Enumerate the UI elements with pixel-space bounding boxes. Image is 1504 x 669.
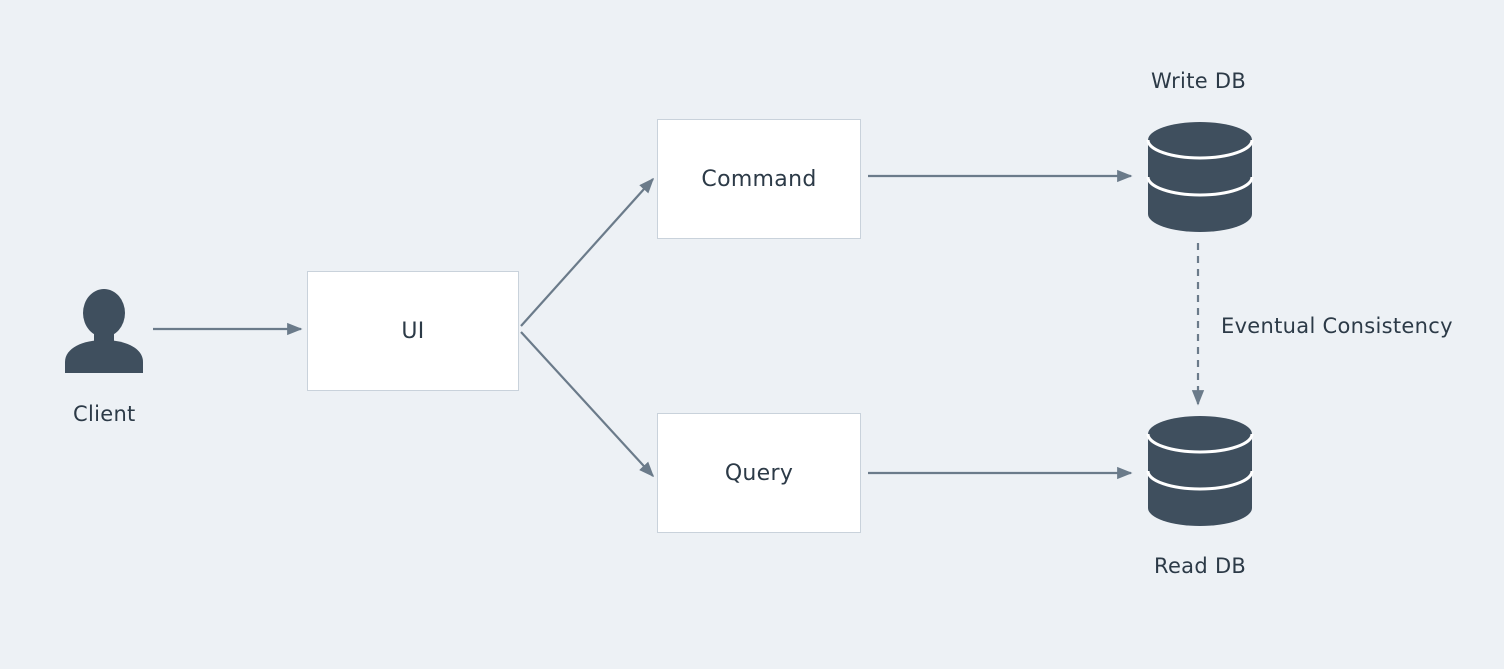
database-icon — [1146, 416, 1254, 526]
command-box: Command — [657, 119, 861, 239]
query-box: Query — [657, 413, 861, 533]
read-db-label: Read DB — [1154, 554, 1247, 578]
query-box-label: Query — [724, 460, 794, 486]
ui-box: UI — [307, 271, 519, 391]
edge-ui-query — [520, 331, 655, 478]
command-box-label: Command — [701, 166, 817, 192]
client-label: Client — [73, 402, 136, 426]
user-icon — [65, 289, 143, 373]
eventual-consistency-label: Eventual Consistency — [1221, 314, 1453, 338]
edge-ui-command — [520, 177, 655, 327]
database-icon — [1146, 122, 1254, 232]
ui-box-label: UI — [401, 318, 425, 344]
write-db-label: Write DB — [1151, 69, 1247, 93]
